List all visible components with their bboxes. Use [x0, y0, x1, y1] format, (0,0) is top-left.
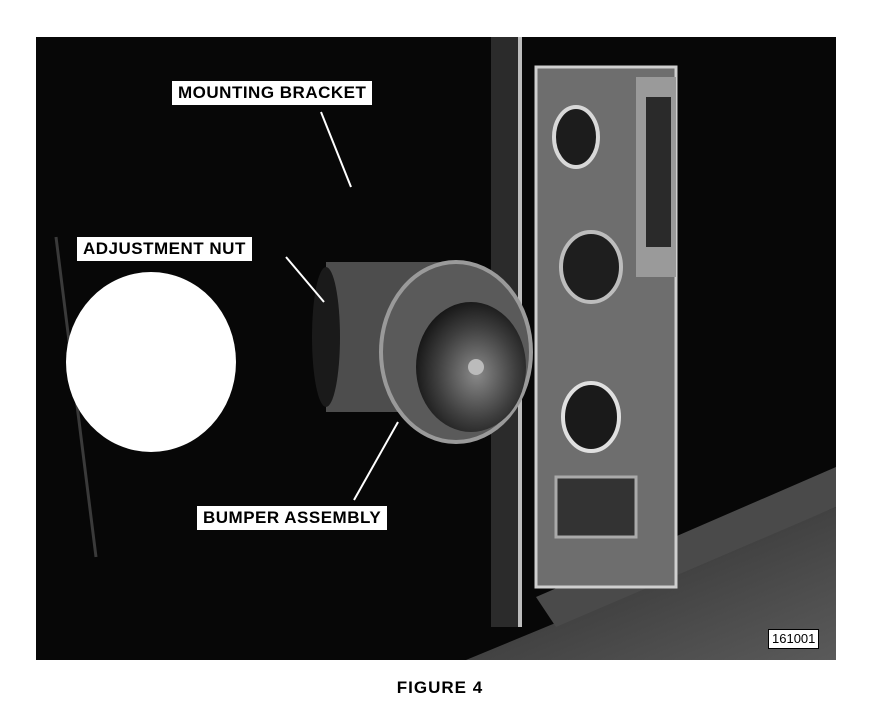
white-opening: [66, 272, 236, 452]
leader-adjustment-nut: [285, 256, 325, 303]
figure-caption: FIGURE 4: [396, 678, 484, 697]
mounting-bracket-label: MOUNTING BRACKET: [172, 81, 373, 105]
leader-bumper-assembly: [353, 421, 399, 501]
bumper-assembly-label: BUMPER ASSEMBLY: [197, 506, 388, 530]
figure-photo: MOUNTING BRACKET ADJUSTMENT NUT BUMPER A…: [36, 37, 836, 660]
adjustment-nut-label: ADJUSTMENT NUT: [77, 237, 252, 261]
leader-mounting-bracket: [320, 111, 352, 188]
adjustment-nut: [312, 267, 340, 407]
photo-illustration: [54, 37, 836, 660]
photo-id: 161001: [768, 629, 820, 649]
